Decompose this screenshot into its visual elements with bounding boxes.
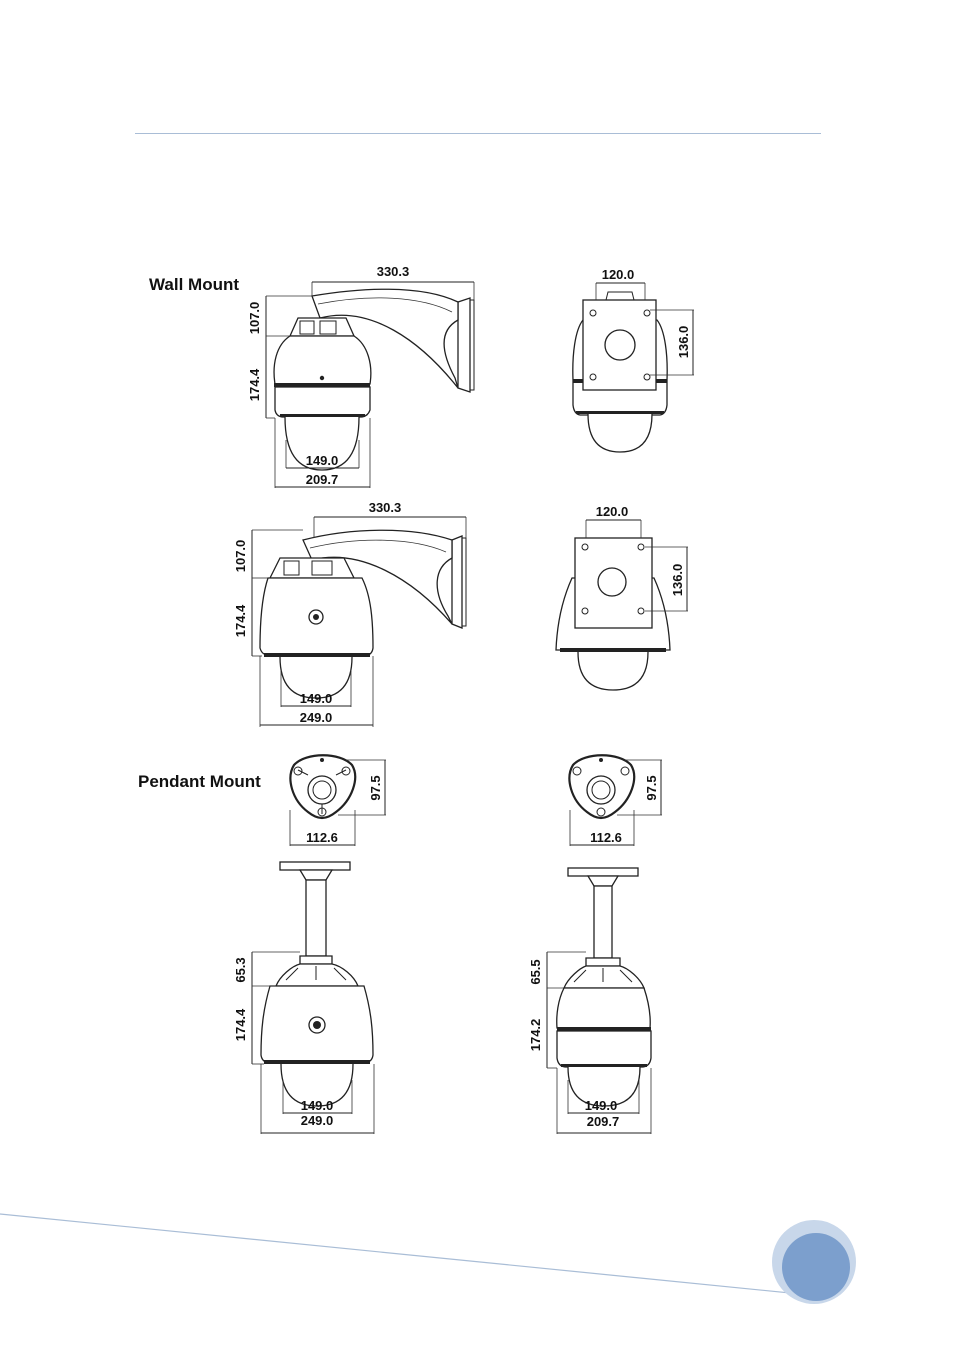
pendant-left-side-view: 65.3 174.4 149.0 249.0: [233, 862, 374, 1134]
pendant-cap-right-height: 97.5: [644, 775, 659, 800]
pendant-cap-left-top-view: 97.5 112.6: [290, 755, 386, 846]
wall-b-plate-width: 120.0: [596, 504, 629, 519]
pendant-left-dome-width: 149.0: [301, 1098, 334, 1113]
wall-b-body-height: 174.4: [233, 604, 248, 637]
pendant-left-top-height: 65.3: [233, 957, 248, 982]
wall-b-plate-height: 136.0: [670, 564, 685, 597]
footer-circle-inner: [782, 1233, 850, 1301]
pendant-right-dome-width: 149.0: [585, 1098, 618, 1113]
pendant-left-body-height: 174.4: [233, 1008, 248, 1041]
pendant-cap-right-width: 112.6: [590, 830, 622, 845]
pendant-cap-left-width: 112.6: [306, 830, 338, 845]
wall-a-body-height: 174.4: [247, 368, 262, 401]
footer-rule: [0, 1214, 820, 1296]
wall-mount-a-back-view: 120.0 136.0: [573, 267, 694, 452]
wall-b-arm-length: 330.3: [369, 500, 402, 515]
wall-mount-b-side-view: 330.3 107.0 174.4 149.0 249.0: [233, 500, 466, 727]
wall-a-top-height: 107.0: [247, 302, 262, 335]
pendant-right-body-width: 209.7: [587, 1114, 620, 1129]
wall-mount-b-back-view: 120.0 136.0: [556, 504, 688, 690]
wall-b-body-width: 249.0: [300, 710, 333, 725]
pendant-right-top-height: 65.5: [528, 959, 543, 984]
wall-a-plate-height: 136.0: [676, 326, 691, 359]
pendant-cap-left-height: 97.5: [368, 775, 383, 800]
footer-decoration: [0, 1214, 856, 1304]
pendant-right-body-height: 174.2: [528, 1019, 543, 1052]
wall-b-top-height: 107.0: [233, 540, 248, 573]
wall-a-body-width: 209.7: [306, 472, 339, 487]
pendant-right-side-view: 65.5 174.2 149.0 209.7: [528, 868, 651, 1134]
pendant-left-body-width: 249.0: [301, 1113, 334, 1128]
wall-a-dome-width: 149.0: [306, 453, 339, 468]
wall-a-plate-width: 120.0: [602, 267, 635, 282]
pendant-cap-right-top-view: 97.5 112.6: [569, 755, 662, 846]
wall-a-arm-length: 330.3: [377, 264, 410, 279]
wall-mount-a-side-view: 330.3 107.0 174.4 149.0 209.7: [247, 264, 474, 488]
wall-b-dome-width: 149.0: [300, 691, 333, 706]
